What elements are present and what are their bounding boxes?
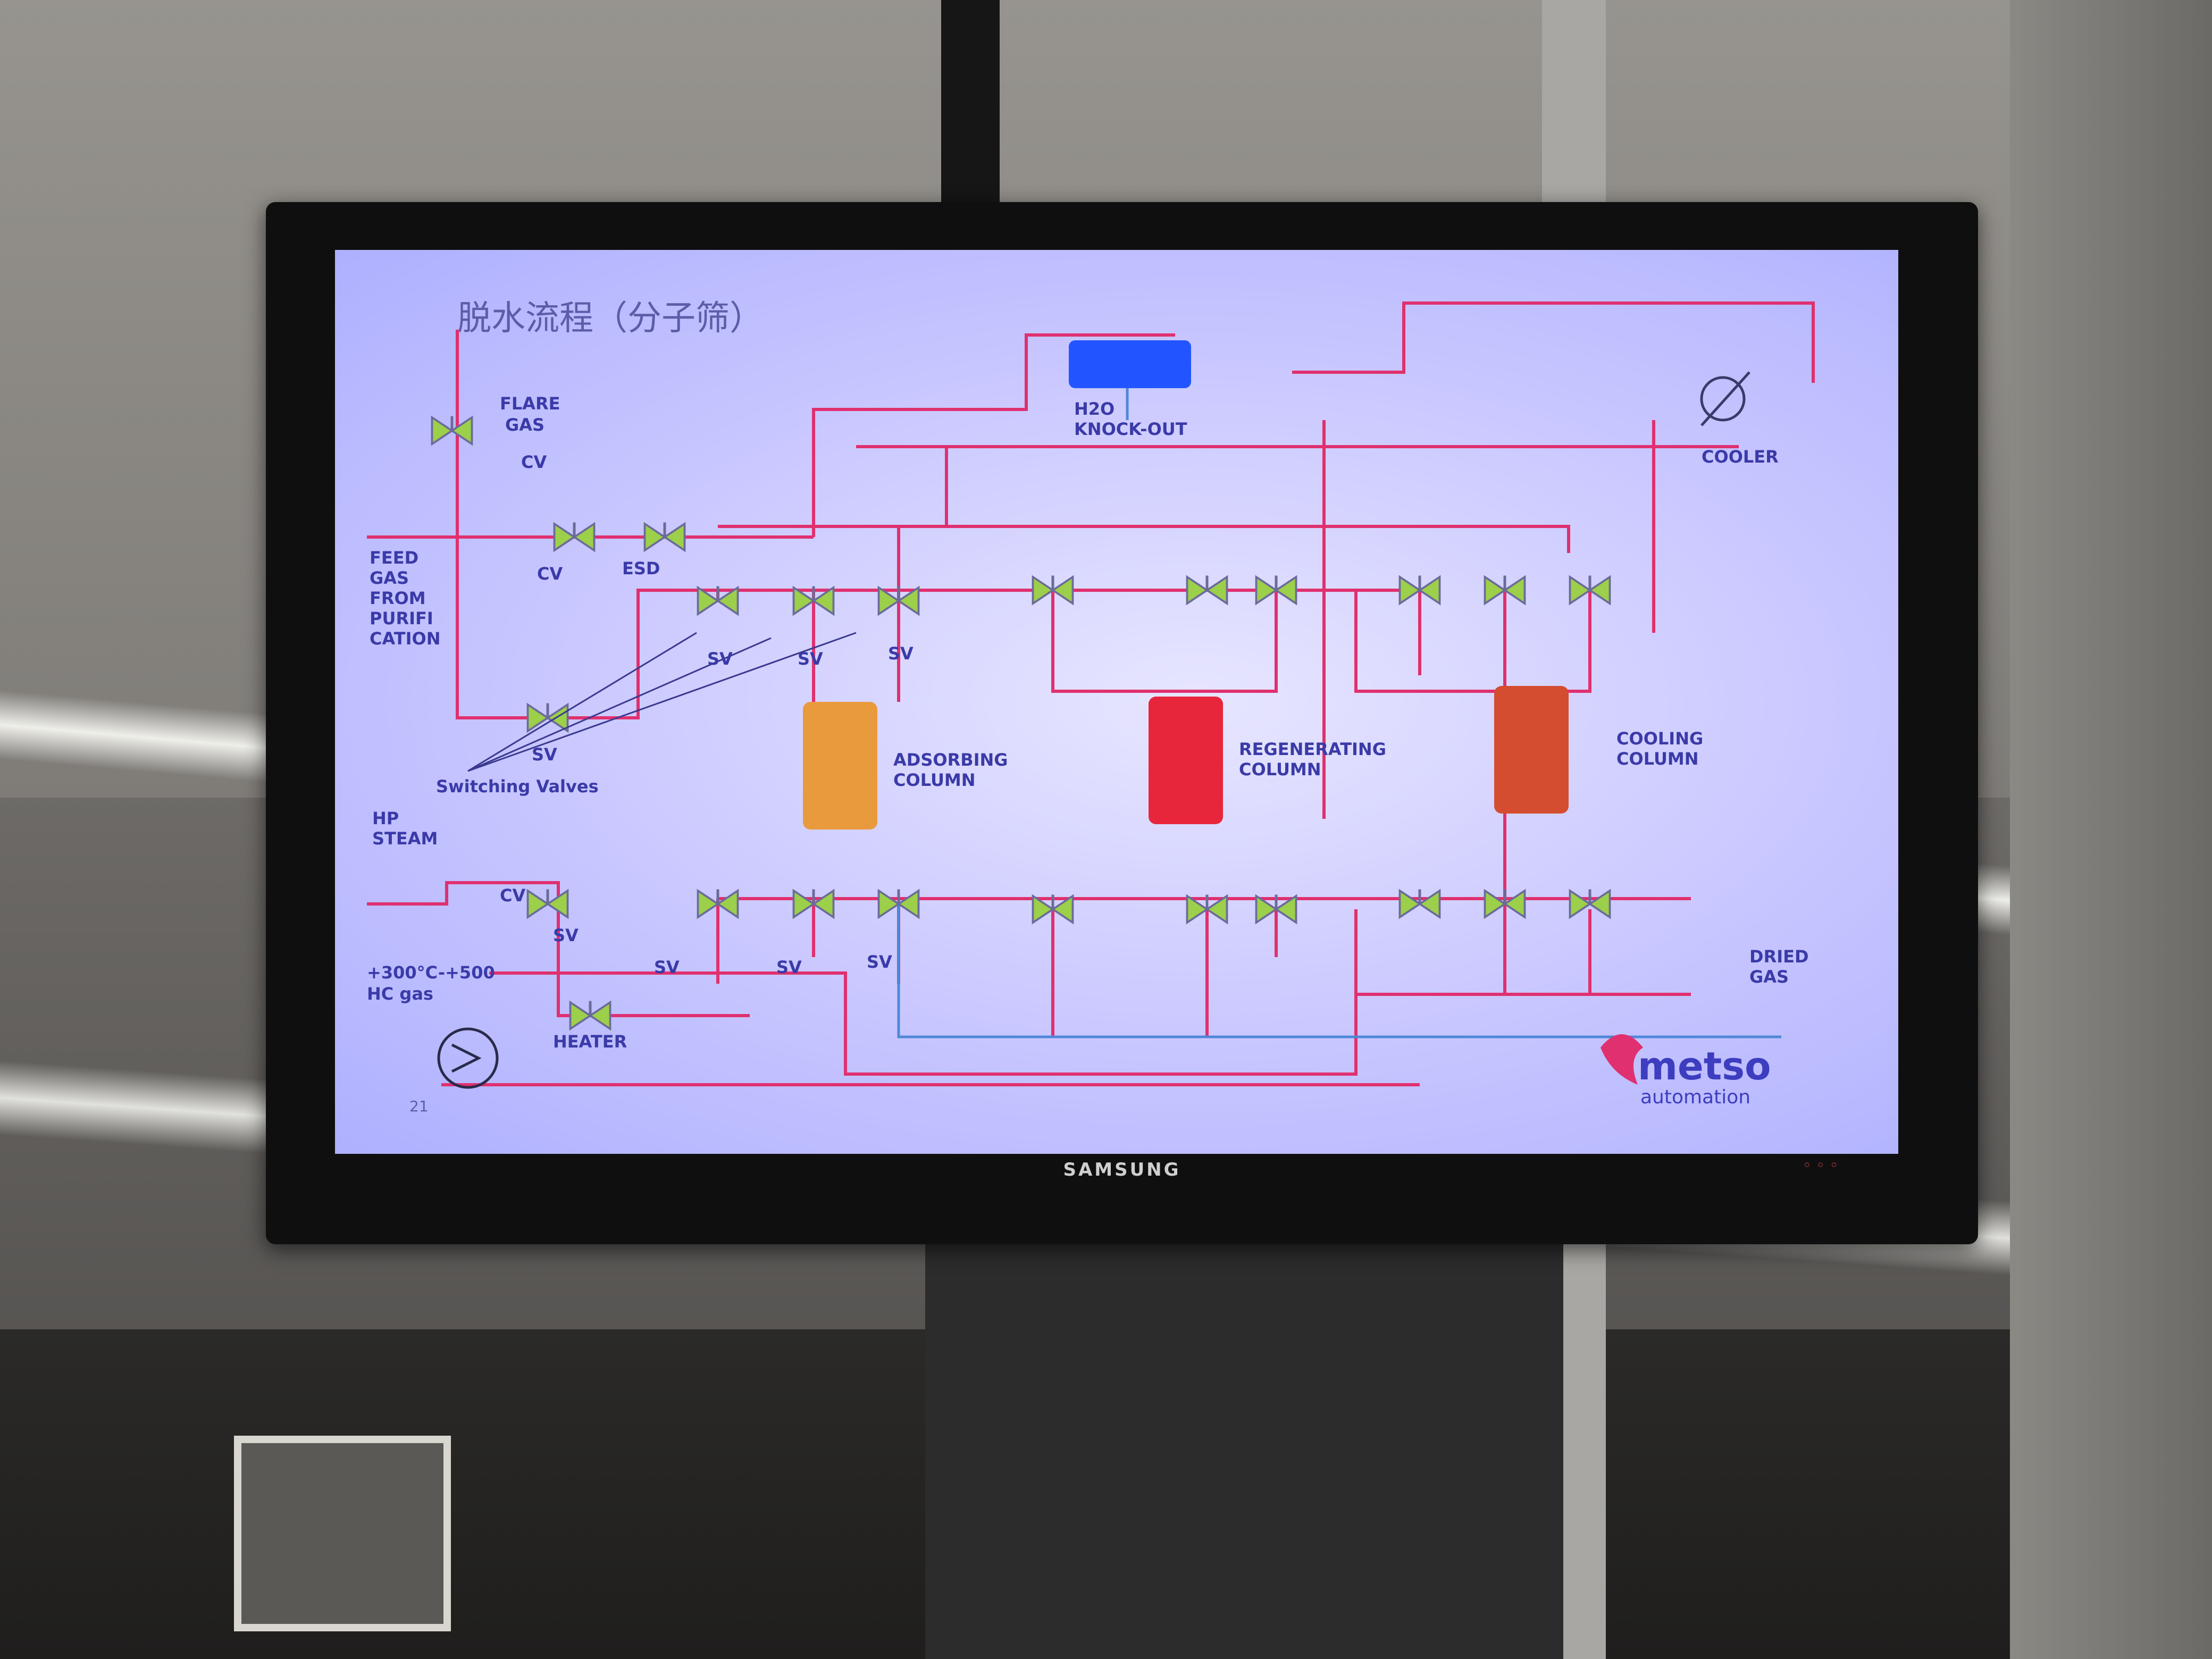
process-diagram: 脱水流程（分子筛）: [367, 299, 1815, 1115]
logo-name: metso: [1638, 1044, 1771, 1088]
label-sv: SV: [707, 649, 733, 669]
tv-indicator-leds: ◦ ◦ ◦: [1803, 1157, 1839, 1174]
label-hc-gas: HC gas: [367, 984, 433, 1004]
h2o-knockout-vessel: [1069, 340, 1191, 388]
label-cooling-column: COOLING: [1616, 728, 1703, 749]
label-cv: CV: [537, 564, 563, 584]
valve-icon: [528, 890, 568, 918]
label-hp-steam: STEAM: [372, 828, 438, 849]
label-feed-gas: GAS: [370, 568, 409, 588]
label-h2o-knockout: H2O: [1074, 399, 1115, 419]
label-hp-steam: HP: [372, 808, 399, 828]
label-cv: CV: [500, 885, 525, 906]
label-flare-gas: GAS: [505, 415, 544, 435]
adsorbing-column: [803, 702, 877, 830]
label-dried-gas: GAS: [1749, 967, 1789, 987]
label-cooling-column: COLUMN: [1616, 749, 1699, 769]
label-flare-gas: FLARE: [500, 393, 560, 414]
label-adsorbing-column: ADSORBING: [893, 750, 1008, 770]
valve-icon: [555, 523, 594, 551]
wall-sign: [234, 1436, 451, 1631]
tv-brand: SAMSUNG: [1063, 1159, 1181, 1180]
heater-icon: [437, 1027, 499, 1089]
label-heater: HEATER: [553, 1032, 627, 1052]
valve-icon: [432, 416, 472, 445]
label-feed-gas: FEED: [370, 548, 418, 568]
label-esd: ESD: [622, 558, 660, 579]
label-cooler: COOLER: [1702, 447, 1779, 467]
label-cv: CV: [521, 452, 547, 472]
valve-icon: [571, 1001, 610, 1029]
slide-page-number: 21: [409, 1097, 429, 1115]
metso-logo: metso automation: [1601, 1034, 1771, 1108]
pillar-right: [2010, 0, 2212, 1659]
label-sv: SV: [553, 925, 579, 945]
label-feed-gas: PURIFI: [370, 608, 433, 629]
cooler-icon: [1700, 371, 1750, 426]
label-sv: SV: [532, 744, 557, 765]
water-line: [897, 388, 1781, 1038]
label-sv: SV: [654, 957, 680, 977]
tv-stand: [925, 1239, 1563, 1659]
valve-icon: [1400, 890, 1440, 918]
valve-icon: [698, 586, 738, 615]
label-sv: SV: [776, 957, 802, 977]
slide-title: 脱水流程（分子筛）: [457, 299, 764, 338]
pipe-network: [367, 301, 1815, 1086]
valve-group: [432, 416, 1610, 1029]
label-adsorbing-column: COLUMN: [893, 770, 976, 790]
valve-icon: [1187, 576, 1227, 604]
label-regenerating-column: COLUMN: [1239, 759, 1321, 780]
label-h2o-knockout: KNOCK-OUT: [1074, 419, 1187, 439]
label-sv: SV: [798, 649, 823, 669]
regenerating-column: [1149, 697, 1223, 824]
switching-valve-pointers: [467, 632, 857, 772]
label-hc-gas: +300°C-+500: [367, 962, 495, 983]
label-dried-gas: DRIED: [1749, 946, 1809, 967]
label-feed-gas: FROM: [370, 588, 426, 608]
label-feed-gas: CATION: [370, 629, 440, 649]
logo-sub: automation: [1640, 1086, 1750, 1108]
label-sv: SV: [888, 643, 914, 664]
valve-icon: [645, 523, 685, 551]
cooling-column: [1494, 686, 1569, 814]
label-sv: SV: [867, 952, 892, 972]
label-regenerating-column: REGENERATING: [1239, 739, 1386, 759]
label-switching-valves: Switching Valves: [436, 776, 599, 797]
valve-icon: [528, 703, 568, 732]
metso-logo-icon: [1601, 1034, 1643, 1085]
tv-screen: 脱水流程（分子筛）: [335, 250, 1898, 1154]
